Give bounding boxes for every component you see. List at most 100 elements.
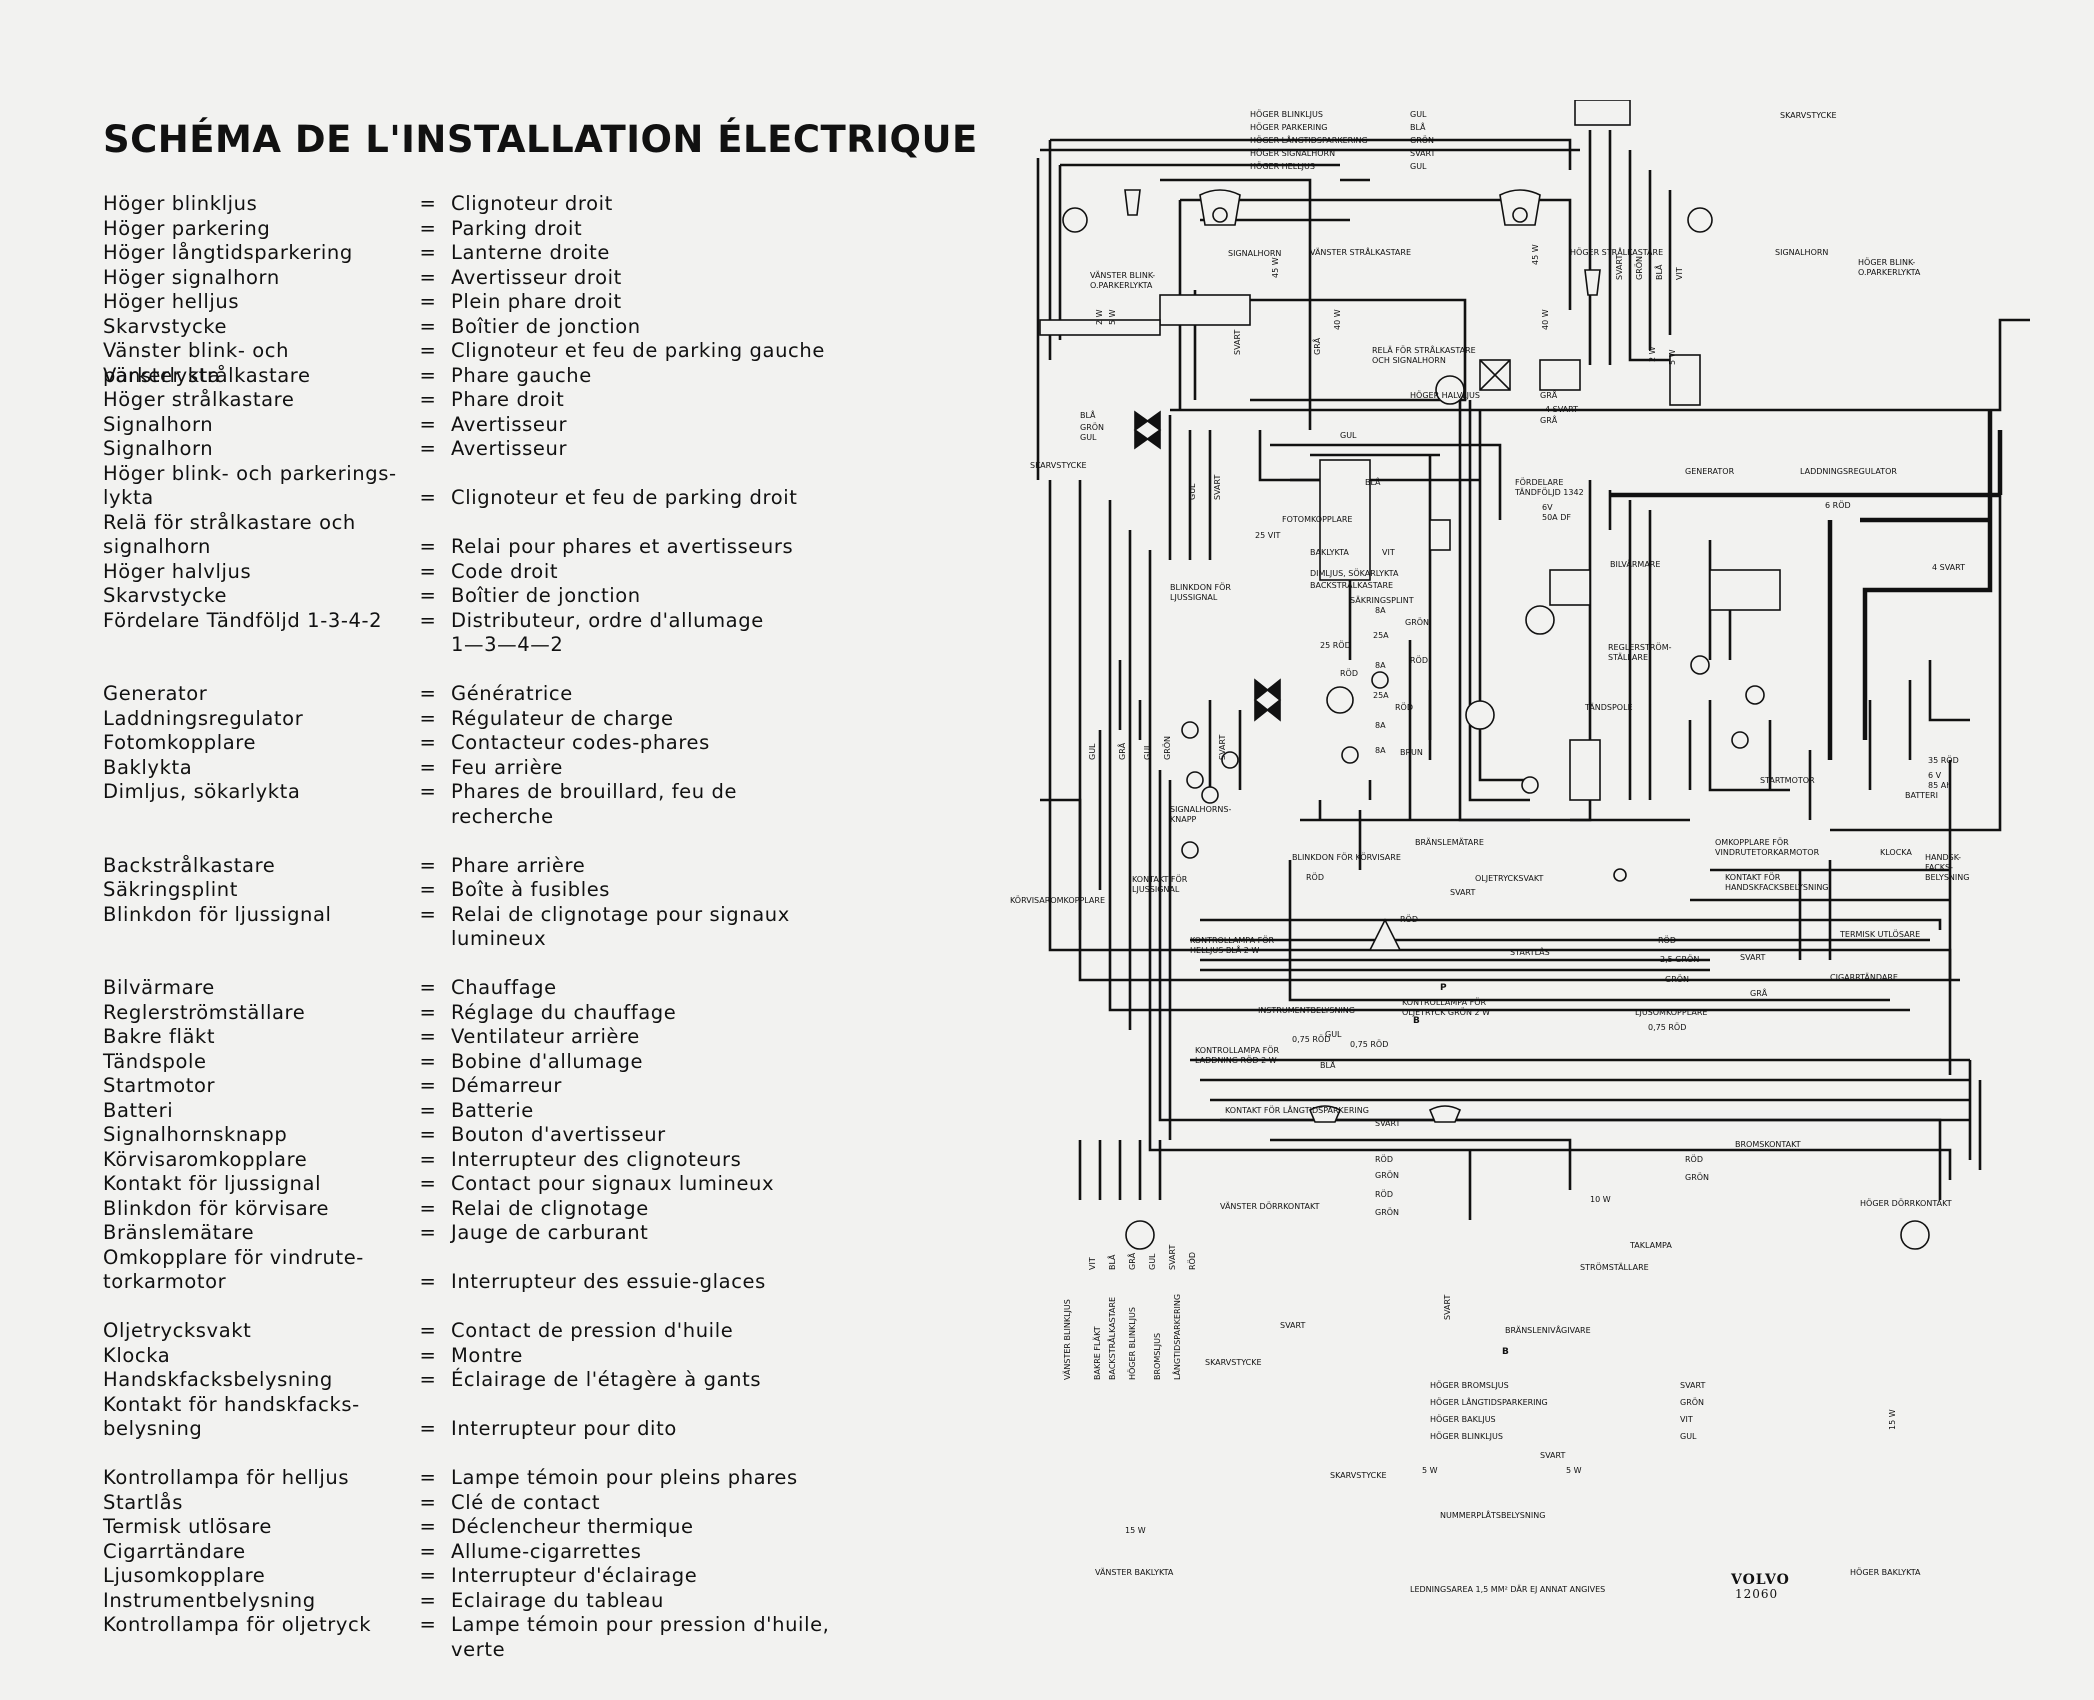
- legend-row: Dimljus, sökarlykta=Phares de brouillard…: [103, 780, 823, 829]
- diagram-labels: HÖGER BLINKLJUS GUL HÖGER PARKERING BLÅ …: [1010, 109, 1969, 1594]
- klocka-symbol: [1690, 655, 1710, 675]
- legend-french-term: Phare droit: [451, 388, 565, 411]
- label-ledningsarea: LEDNINGSAREA 1,5 MM² DÄR EJ ANNAT ANGIVE…: [1410, 1584, 1605, 1594]
- label-vanster-blink: VÄNSTER BLINK-O.PARKERLYKTA: [1090, 270, 1155, 290]
- label-handskfacks-l2: FACKS-: [1925, 863, 1953, 872]
- legend-french-term: Allume-cigarrettes: [451, 1539, 642, 1563]
- legend-equals-sign: =: [419, 1343, 437, 1367]
- wc-svart-3: SVART: [1375, 1119, 1400, 1128]
- misc-40w-2: 40 W: [1333, 309, 1342, 330]
- misc-15w-2: 15 W: [1888, 1409, 1897, 1430]
- legend-swedish-term: Säkringsplint: [103, 878, 238, 901]
- legend-row: Höger helljus=Plein phare droit: [103, 290, 823, 315]
- legend-equals-sign: =: [419, 1000, 437, 1024]
- legend-french-term: Avertisseur: [451, 437, 568, 460]
- taklampa-symbol: [1613, 868, 1627, 882]
- legend-row: Tändspole=Bobine d'allumage: [103, 1050, 823, 1075]
- legend-row: Backstrålkastare=Phare arrière: [103, 854, 823, 879]
- legend-equals-sign: =: [419, 265, 437, 289]
- wc-svart-9: SVART: [1218, 735, 1227, 760]
- rear-wire-color-0: SVART: [1680, 1381, 1705, 1390]
- label-stromstallare: STRÖMSTÄLLARE: [1580, 1262, 1649, 1272]
- legend-french-term: Code droit: [451, 559, 559, 583]
- top-wire-color-4: GUL: [1410, 162, 1427, 171]
- label-blinkdon-korvisare: BLINKDON FÖR KÖRVISARE: [1292, 852, 1401, 862]
- legend-french-term: Avertisseur droit: [451, 265, 622, 289]
- legend-swedish-term: Omkopplare för vindrute- torkarmotor: [103, 1245, 364, 1294]
- legend-french-term: Clé de contact: [451, 1490, 601, 1514]
- wc-gul-5: GUL: [1088, 743, 1097, 760]
- legend-swedish-term: Bränslemätare: [103, 1221, 255, 1244]
- vwire-label-1: BAKRE FLÄKT: [1092, 1326, 1102, 1380]
- label-kontakt-langtids: KONTAKT FÖR LÅNGTIDSPARKERING: [1225, 1104, 1369, 1115]
- legend-equals-sign: =: [419, 314, 437, 338]
- legend-swedish-term: Batteri: [103, 1098, 174, 1122]
- ljusomkopplare-box: [1569, 739, 1601, 801]
- legend-swedish-term: Höger strålkastare: [103, 388, 295, 411]
- legend-row: Signalhorn=Avertisseur: [103, 437, 823, 462]
- label-kontrollampa-helljus-l2: HELLJUS BLÅ 2 W: [1190, 944, 1259, 955]
- legend-equals-sign: =: [419, 1074, 437, 1097]
- legend-swedish-term: Signalhornsknapp: [103, 1123, 288, 1146]
- legend-row: Bränslemätare=Jauge de carburant: [103, 1221, 823, 1246]
- misc-45w-1: 45 W: [1531, 244, 1540, 265]
- kontrollampa-olje-lamp: [1341, 746, 1359, 764]
- signalhorn-right-shape: [1584, 269, 1601, 296]
- sakringsplint-box: [1319, 459, 1371, 581]
- legend-row: Körvisaromkopplare=Interrupteur des clig…: [103, 1148, 823, 1173]
- legend-swedish-term: Fördelare Tändföljd 1-3-4-2: [103, 608, 383, 632]
- label-cigarrtandare: CIGARRTÄNDARE: [1830, 972, 1898, 982]
- misc-45w-2: 45 W: [1271, 257, 1280, 278]
- legend-row: Signalhornsknapp = Bouton d'avertisseur: [103, 1123, 823, 1148]
- misc-labels: 25 VIT 25 RÖD 4 SVART 6 RÖD 35 RÖD 0,75 …: [1095, 244, 1965, 1535]
- legend-equals-sign: =: [419, 486, 437, 509]
- legend-row: Reglerströmställare=Réglage du chauffage: [103, 1001, 823, 1026]
- label-startmotor: STARTMOTOR: [1760, 776, 1815, 785]
- wc-vit-3: VIT: [1088, 1257, 1097, 1270]
- legend-swedish-term: Blinkdon för ljussignal: [103, 902, 332, 926]
- legend-row: Kontakt för handskfacks- belysning=Inter…: [103, 1393, 823, 1442]
- legend-equals-sign: =: [419, 1123, 437, 1146]
- label-nummerplats: NUMMERPLÅTSBELYSNING: [1440, 1509, 1545, 1520]
- misc-reg-out: 4 SVART: [1932, 563, 1965, 572]
- legend-row: Klocka=Montre: [103, 1344, 823, 1369]
- legend-swedish-term: Bilvärmare: [103, 976, 215, 999]
- legend-french-term: Lanterne droite: [451, 241, 611, 264]
- label-bransleniva: BRÄNSLENIVÅGIVARE: [1505, 1324, 1591, 1335]
- legend-french-term: Interrupteur des essuie-glaces: [451, 1270, 766, 1293]
- legend-swedish-term: Baklykta: [103, 755, 193, 779]
- legend-french-term: Éclairage de l'étagère à gants: [451, 1368, 762, 1391]
- legend-french-term: Phare arrière: [451, 853, 586, 877]
- bransleniva-symbol: [1368, 918, 1402, 951]
- label-signalhornsknapp: SIGNALHORNS-KNAPP: [1170, 805, 1231, 824]
- legend-row: Skarvstycke=Boîtier de jonction: [103, 584, 823, 609]
- instrumentbelysning-lamp: [1221, 751, 1239, 769]
- legend-swedish-term: Höger blink- och parkerings- lykta: [103, 461, 397, 510]
- misc-fuse-b: B: [1413, 1016, 1420, 1026]
- legend-swedish-term: Instrumentbelysning: [103, 1588, 316, 1612]
- legend-equals-sign: =: [419, 412, 437, 436]
- label-blinkdon-ljussignal-l2: LJUSSIGNAL: [1170, 593, 1218, 602]
- wc-bla-3: BLÅ: [1320, 1059, 1336, 1070]
- legend-french-term: Bouton d'avertisseur: [451, 1123, 666, 1146]
- label-termisk: TERMISK UTLÖSARE: [1839, 929, 1920, 939]
- legend-swedish-term: Dimljus, sökarlykta: [103, 780, 301, 803]
- legend-row: Laddningsregulator=Régulateur de charge: [103, 707, 823, 732]
- startmotor-box: [1549, 569, 1591, 606]
- legend-swedish-term: Kontrollampa för helljus: [103, 1466, 350, 1489]
- legend-french-term: Relai de clignotage: [451, 1196, 649, 1220]
- label-signalhorn-right: SIGNALHORN: [1775, 248, 1828, 257]
- wc-rod-5: RÖD: [1400, 914, 1418, 924]
- legend-french-term: Lampe témoin pour pleins phares: [451, 1466, 798, 1489]
- legend-equals-sign: =: [419, 1588, 437, 1612]
- wiring-diagram: HÖGER BLINKLJUS GUL HÖGER PARKERING BLÅ …: [1010, 100, 2030, 1594]
- label-hoger-blink-l2: O.PARKERLYKTA: [1858, 268, 1921, 277]
- wc-gron-7: GRÖN: [1634, 256, 1644, 280]
- nummerplats-lamp-right: [1428, 1105, 1462, 1123]
- legend-swedish-term: Höger blinkljus: [103, 192, 258, 215]
- legend-swedish-term: Kontakt för handskfacks- belysning: [103, 1392, 360, 1441]
